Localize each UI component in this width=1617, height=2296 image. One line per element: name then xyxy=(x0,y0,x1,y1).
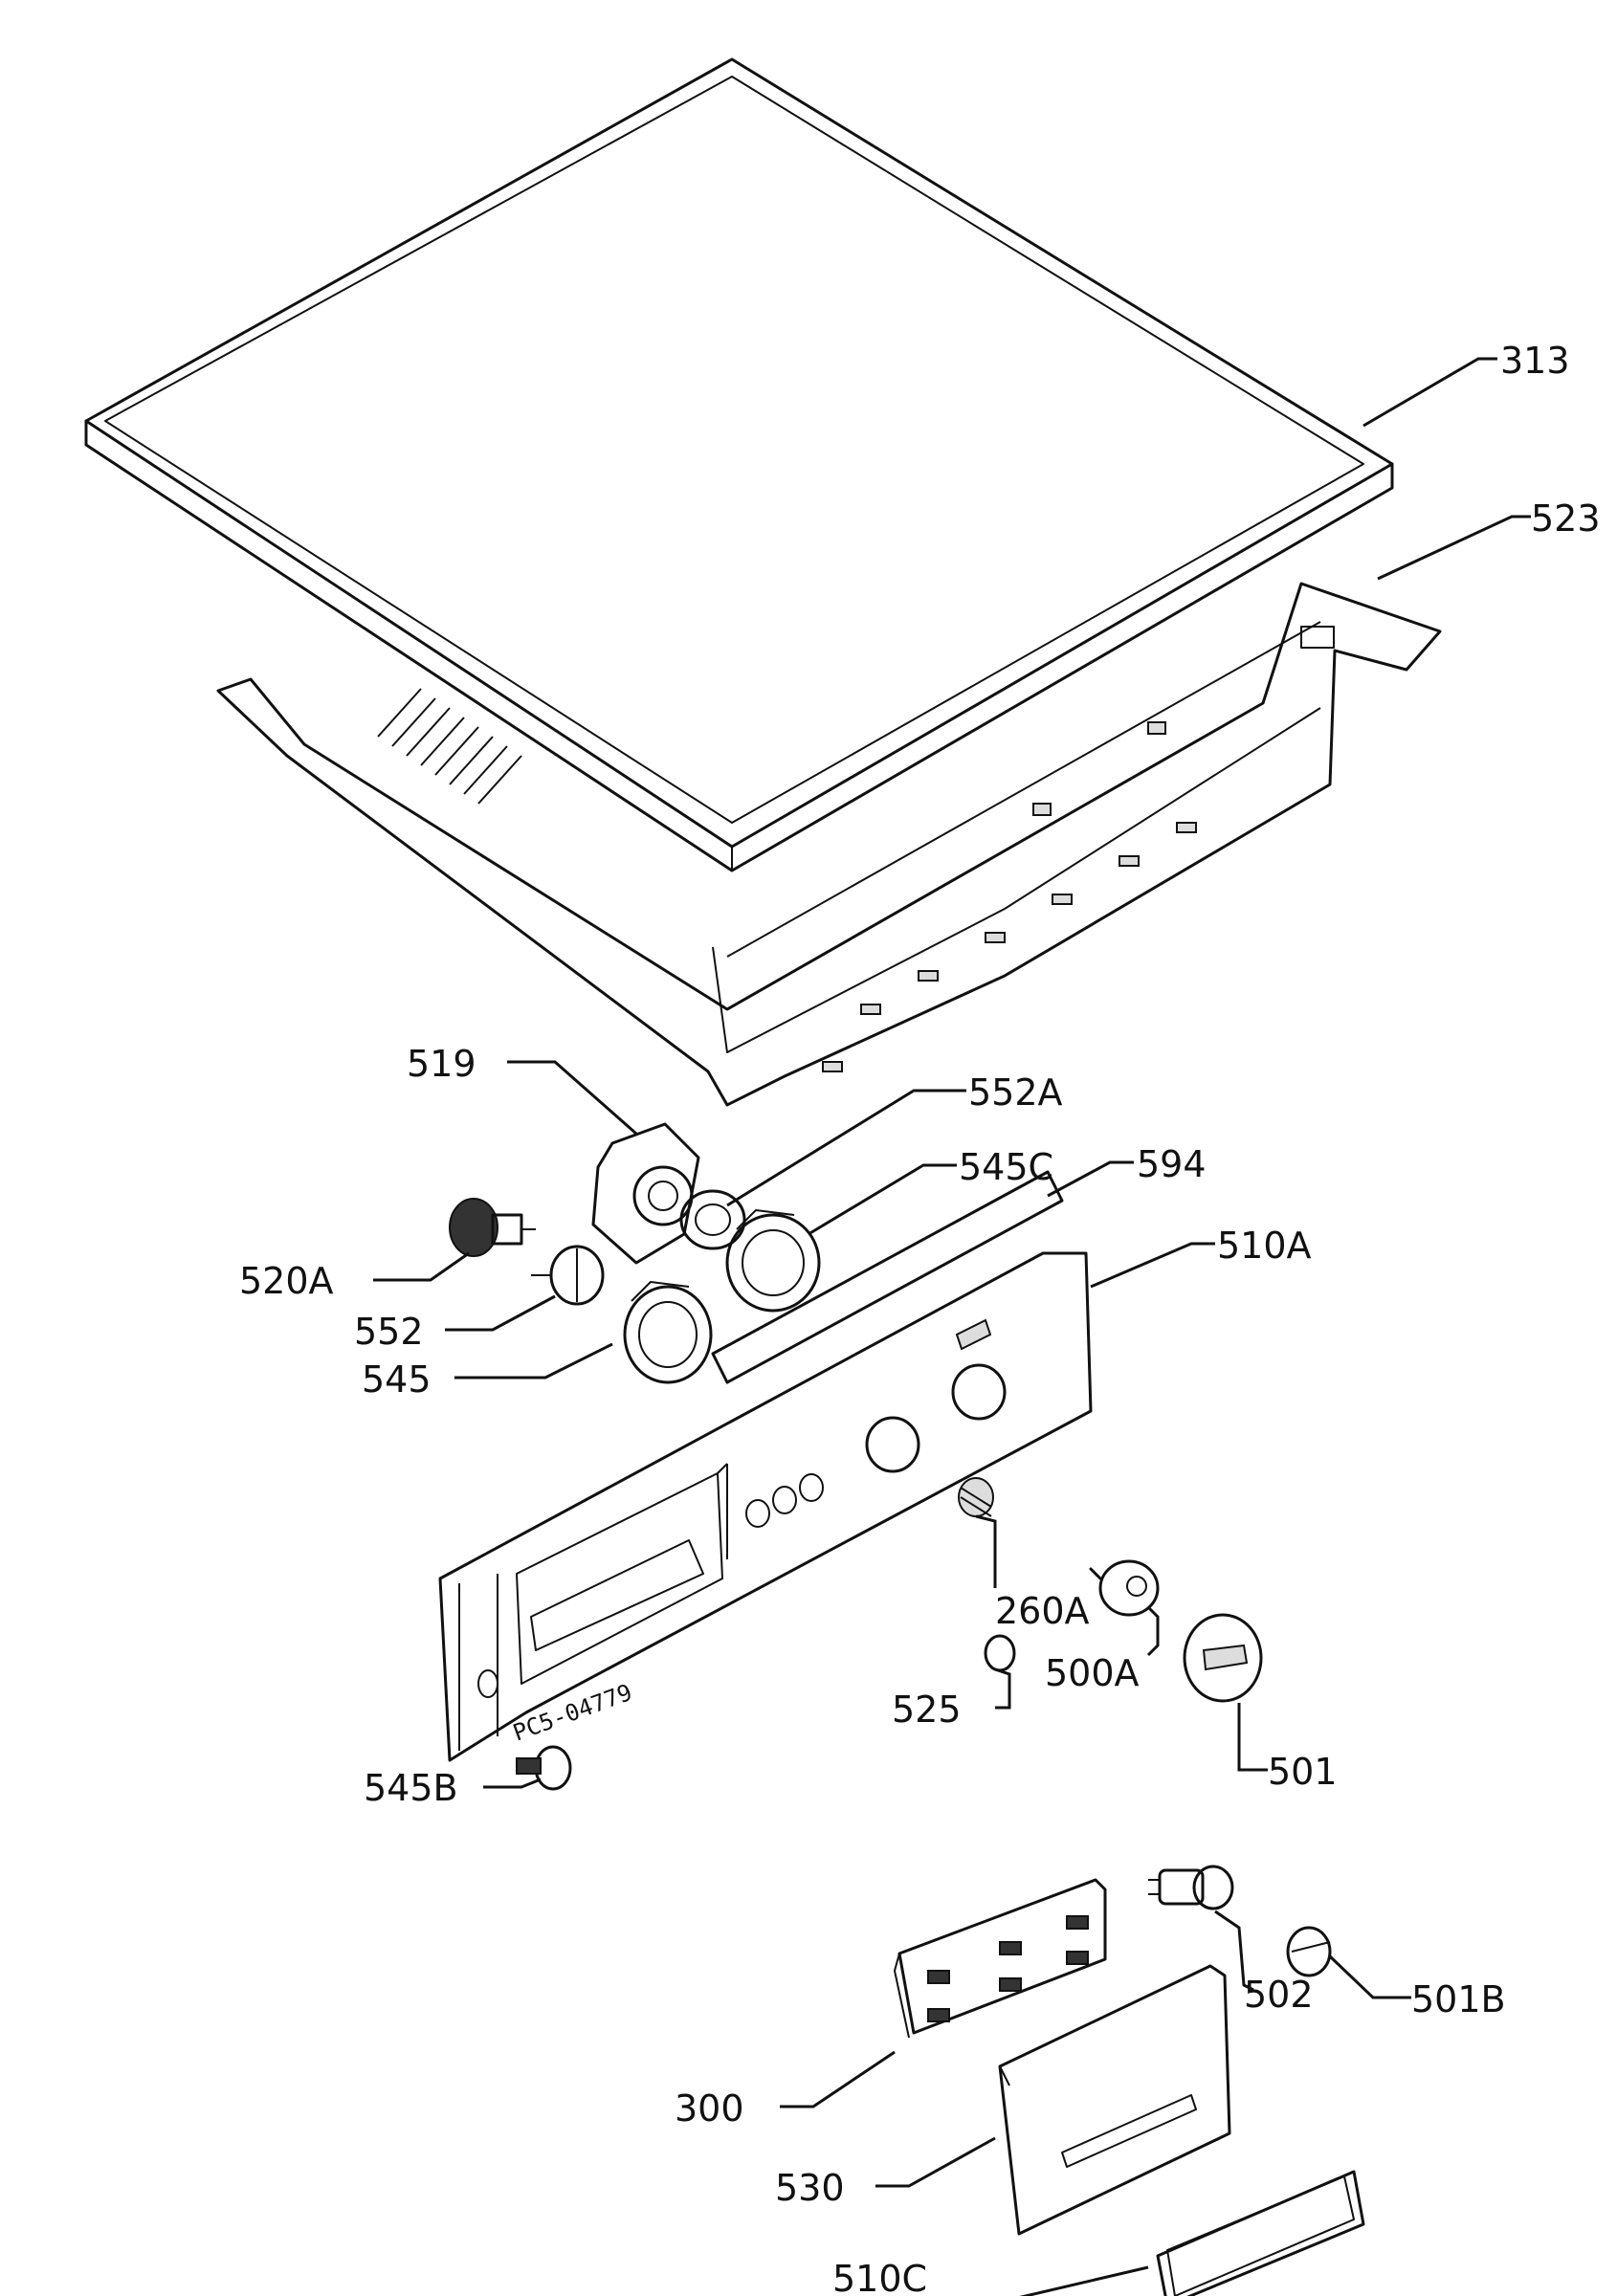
part-510c-label xyxy=(1156,2170,1365,2296)
label-525: 525 xyxy=(892,1689,962,1731)
part-545c-knob xyxy=(725,1209,821,1313)
part-552-spindle xyxy=(531,1245,605,1306)
label-552: 552 xyxy=(354,1311,424,1353)
label-523: 523 xyxy=(1531,497,1601,540)
part-510a-panel xyxy=(438,1251,1093,1762)
part-313-top-panel xyxy=(84,57,1394,872)
label-519: 519 xyxy=(407,1043,476,1085)
label-545c: 545C xyxy=(959,1146,1053,1188)
leader-lines xyxy=(373,357,1531,2296)
label-594: 594 xyxy=(1137,1143,1207,1185)
part-530-bezel xyxy=(998,1964,1231,2236)
label-260a: 260A xyxy=(995,1590,1090,1632)
frame-holes xyxy=(822,721,1197,1072)
part-501-knob xyxy=(1183,1613,1263,1703)
part-260a-spring xyxy=(958,1477,994,1517)
part-519-bracket xyxy=(591,1122,700,1265)
part-594-strip xyxy=(711,1170,1064,1384)
label-545b: 545B xyxy=(364,1767,458,1809)
label-500a: 500A xyxy=(1045,1652,1140,1694)
label-552a: 552A xyxy=(968,1071,1063,1114)
part-502-switch xyxy=(1148,1865,1234,1910)
label-520a: 520A xyxy=(239,1260,334,1302)
label-510a: 510A xyxy=(1217,1225,1312,1267)
label-300: 300 xyxy=(675,2087,744,2130)
part-520a-switch xyxy=(449,1198,536,1257)
frame-vent-slots xyxy=(377,688,522,805)
part-300-plate xyxy=(894,1878,1107,2039)
part-523-frame xyxy=(216,582,1442,1107)
label-501: 501 xyxy=(1268,1751,1338,1793)
label-545: 545 xyxy=(362,1358,432,1401)
label-313: 313 xyxy=(1500,340,1570,382)
part-501b-knob xyxy=(1286,1926,1332,1977)
part-labels: 313 523 519 552A 545C 594 510A 520A 552 … xyxy=(239,340,1601,2296)
part-525-lamp xyxy=(984,1634,1016,1672)
part-500a-thermostat xyxy=(1089,1559,1160,1617)
label-501b: 501B xyxy=(1411,1978,1506,2020)
label-510c: 510C xyxy=(832,2258,927,2296)
part-545-knob xyxy=(623,1281,713,1384)
part-545b-knob xyxy=(516,1745,572,1791)
part-552a-ring xyxy=(679,1189,746,1250)
label-530: 530 xyxy=(775,2167,845,2209)
label-502: 502 xyxy=(1244,1974,1314,2016)
